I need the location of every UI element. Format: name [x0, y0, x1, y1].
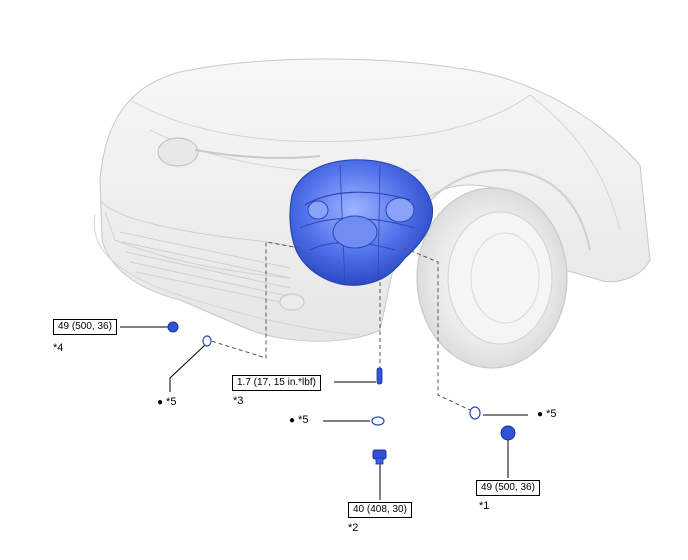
torque-spec-left: 49 (500, 36) [53, 319, 117, 335]
bullet-icon: ● [157, 397, 164, 408]
note-5-left-label: *5 [166, 396, 177, 408]
note-5-right-label: *5 [546, 408, 557, 420]
grille [119, 231, 291, 303]
note-5-left: ●*5 [157, 396, 176, 408]
bolt-left [167, 321, 179, 333]
note-5-mid-label: *5 [298, 414, 309, 426]
gasket-mid [371, 416, 385, 426]
plug-small [376, 367, 383, 385]
callout-lines [120, 326, 528, 500]
note-5-mid: ●*5 [289, 414, 308, 426]
torque-spec-right: 49 (500, 36) [476, 480, 540, 496]
bullet-icon: ● [289, 415, 296, 426]
gasket-left [202, 335, 212, 347]
callout-1: *1 [479, 500, 490, 512]
torque-spec-plug: 1.7 (17, 15 in.*lbf) [232, 375, 321, 391]
note-5-right: ●*5 [537, 408, 556, 420]
front-tire [416, 187, 568, 369]
transaxle-assembly [289, 159, 434, 286]
bolt-right [500, 425, 516, 441]
leader-lines [207, 241, 471, 411]
bullet-icon: ● [537, 409, 544, 420]
torque-spec-bottom: 40 (408, 30) [348, 502, 412, 518]
gasket-right [469, 406, 481, 420]
bolt-bottom [372, 449, 387, 465]
callout-2: *2 [348, 522, 359, 534]
callout-3: *3 [233, 395, 244, 407]
callout-4: *4 [53, 342, 64, 354]
